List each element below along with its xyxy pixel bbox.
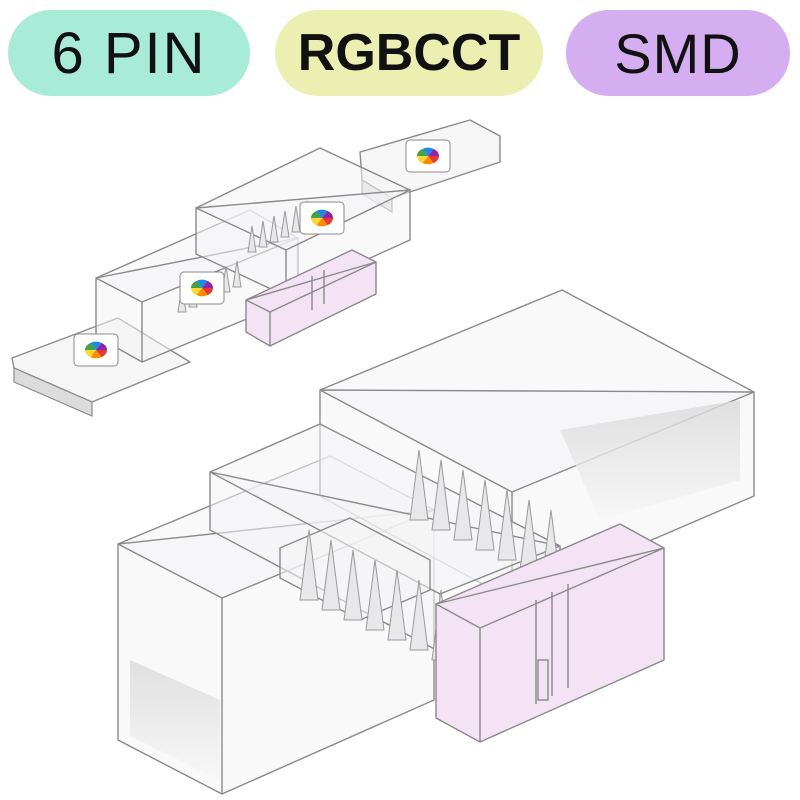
badge-rgbcct: RGBCCT (275, 10, 543, 96)
led-color-segment (85, 342, 96, 350)
small-pin (232, 260, 242, 288)
badge-smd-label: SMD (614, 21, 742, 85)
small-pin (291, 205, 301, 233)
small-pink-clip (245, 249, 377, 347)
led-color-segment (196, 279, 208, 288)
large-pin (409, 579, 429, 651)
large-pin (321, 539, 341, 611)
large-pin (387, 569, 407, 641)
badge-6-pin-label: 6 PIN (51, 20, 207, 86)
led-color-segment (417, 156, 428, 164)
large-pin (453, 469, 473, 541)
led-color-segment (96, 350, 107, 358)
led-color-segment (202, 288, 213, 296)
large-connector-assembly (117, 289, 755, 795)
led-color-segment (322, 210, 333, 218)
large-pin (497, 489, 517, 561)
led-color-segment (196, 288, 208, 297)
small-pin (269, 215, 279, 243)
led-color-segment (191, 288, 202, 296)
small-pin (247, 225, 257, 253)
led-color-segment (191, 280, 202, 288)
large-pin (343, 549, 363, 621)
large-pin (431, 459, 451, 531)
led-chip (405, 139, 451, 173)
led-color-segment (90, 341, 102, 350)
led-color-segment (96, 342, 107, 350)
connector-illustration (11, 119, 755, 795)
small-pin (258, 220, 268, 248)
badge-rgbcct-label: RGBCCT (297, 24, 521, 82)
led-color-segment (322, 218, 333, 226)
small-connector-assembly (11, 119, 501, 417)
badge-smd: SMD (566, 10, 790, 96)
led-chip (179, 271, 225, 305)
led-color-segment (316, 209, 328, 218)
large-pin (365, 559, 385, 631)
led-color-segment (311, 210, 322, 218)
led-color-segment (90, 350, 102, 359)
large-pin (475, 479, 495, 551)
badge-6-pin: 6 PIN (8, 10, 250, 96)
led-color-segment (422, 156, 434, 165)
small-pin (280, 210, 290, 238)
led-color-segment (422, 147, 434, 156)
led-color-segment (85, 350, 96, 358)
led-color-segment (417, 148, 428, 156)
led-color-segment (428, 148, 439, 156)
large-pin (299, 529, 319, 601)
large-pin (409, 449, 429, 521)
large-pink-clip (435, 523, 665, 743)
led-color-segment (316, 218, 328, 227)
led-color-segment (202, 280, 213, 288)
led-chip (73, 333, 119, 367)
led-color-segment (428, 156, 439, 164)
led-chip (299, 201, 345, 235)
led-color-segment (311, 218, 322, 226)
